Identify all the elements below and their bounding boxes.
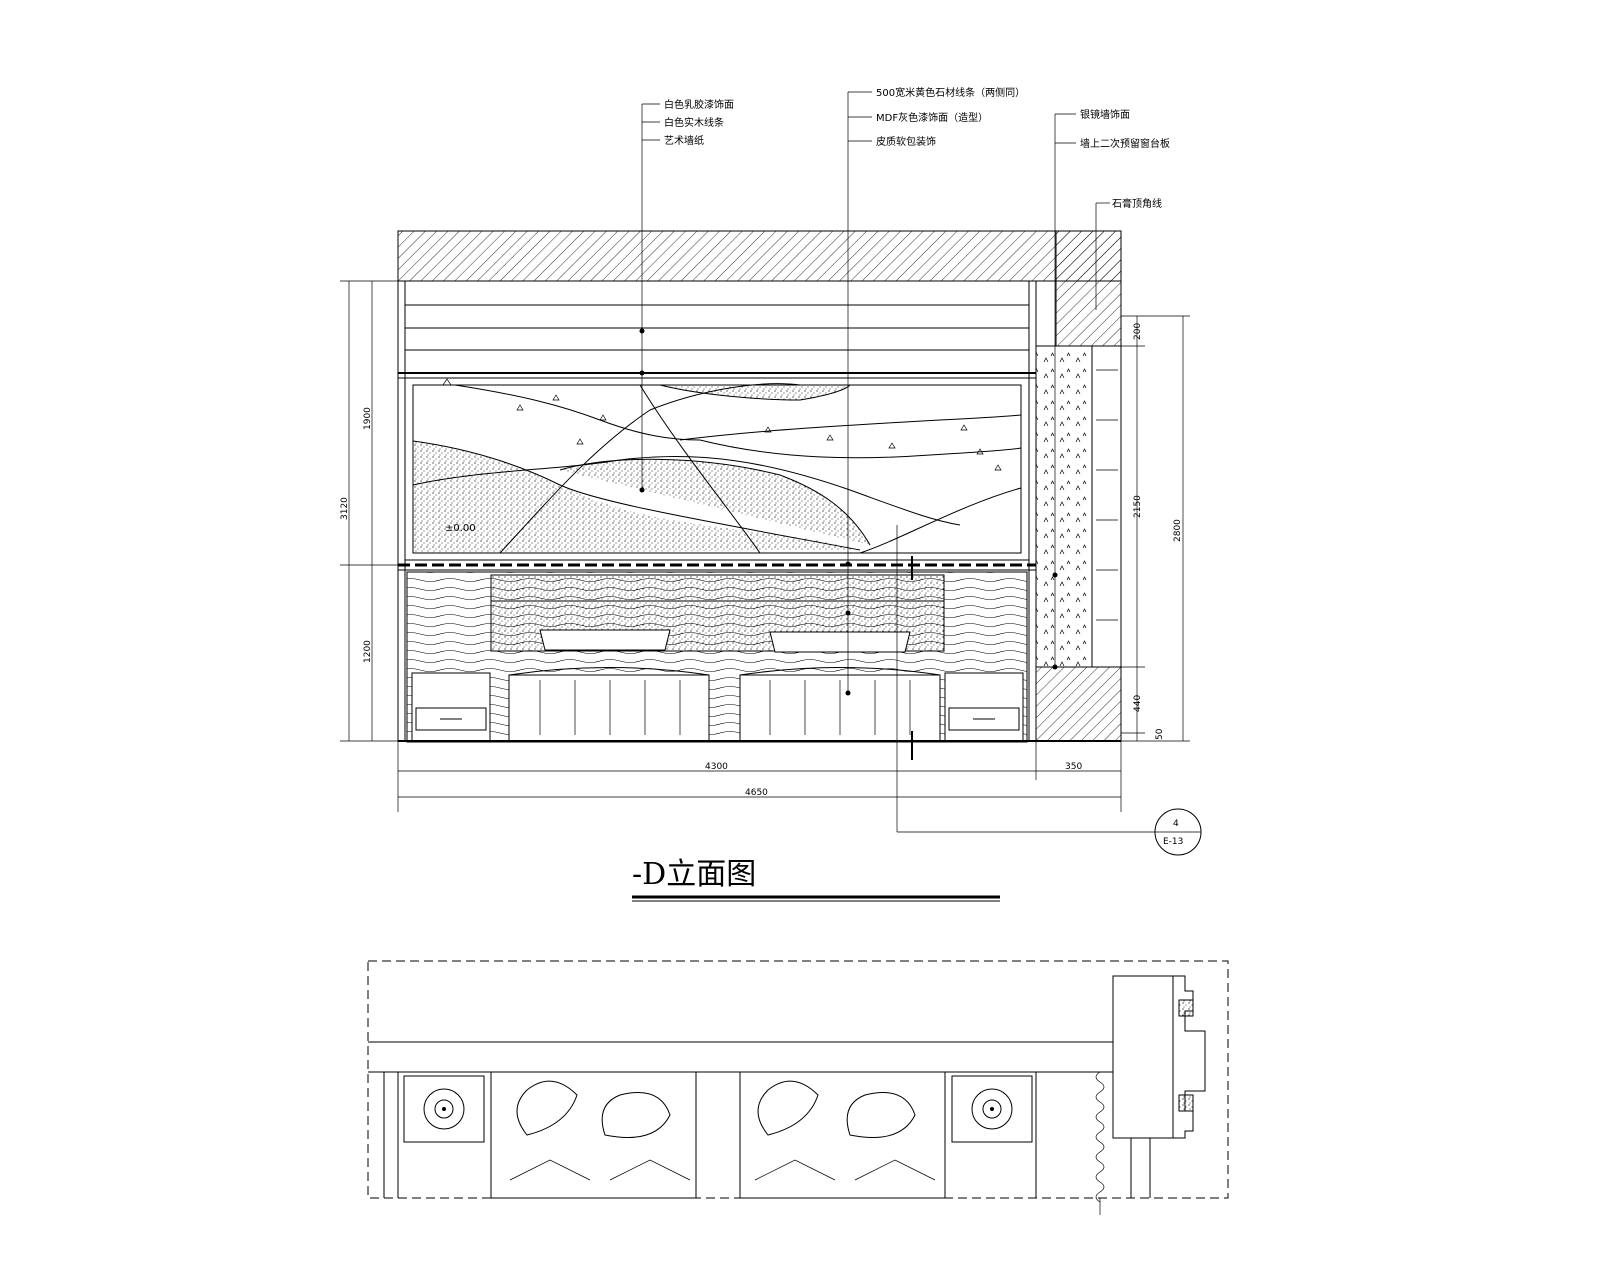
plan-bed-left [490,1071,697,1199]
dim-right-4: 440 [1133,695,1143,712]
dim-left-1: 1900 [363,407,373,430]
callout-left-2: 白色实木线条 [664,116,724,129]
dimensions-left: 1900 3120 1200 [340,280,398,742]
headboard-wall [406,571,1028,743]
dim-right-3: 2800 [1173,519,1183,542]
dim-right-5: 50 [1155,728,1165,740]
dim-right-2: 2150 [1133,495,1143,518]
plan-view [367,960,1229,1215]
callout-top-right: 石膏顶角线 [1112,197,1162,210]
section-marker-bottom: E-13 [1163,837,1183,847]
callout-center-2: MDF灰色漆饰面（造型） [876,111,988,124]
dim-left-2: 3120 [340,497,350,520]
nightstand-right [944,672,1024,742]
plan-nightstand-left [403,1075,485,1143]
curtain [1095,1071,1105,1203]
dimensions-bottom: 4300 350 4650 [397,741,1122,812]
elevation-mark: ±0.00 [445,523,476,534]
plan-column [1112,975,1174,1139]
mirror-column [1035,345,1093,668]
dim-bottom-1: 4300 [705,762,728,772]
callout-left-3: 艺术墙纸 [664,134,704,147]
callout-center-1: 500宽米黄色石材线条（两侧同） [876,86,1025,99]
callout-left-1: 白色乳胶漆饰面 [664,98,734,111]
dim-left-3: 1200 [363,640,373,663]
section-marker-top: 4 [1173,819,1179,829]
drawing-title: -D立面图 [632,857,756,892]
ceiling-slab [397,230,1122,282]
dim-bottom-3: 4650 [745,788,768,798]
dimensions-right: 200 2150 2800 440 50 [1121,315,1190,742]
callout-right-2: 墙上二次预留窗台板 [1080,137,1170,150]
callout-right-1: 银镜墙饰面 [1080,108,1130,121]
upper-panel-boards [398,304,1036,379]
dim-right-1: 200 [1133,323,1143,340]
nightstand-left [411,672,491,742]
right-beam [1055,230,1122,347]
plan-nightstand-right [951,1075,1033,1143]
art-wallpaper-panel: ±0.00 [404,377,1030,561]
dim-bottom-2: 350 [1065,762,1082,772]
callouts: 白色乳胶漆饰面 白色实木线条 艺术墙纸 500宽米黄色石材线条（两侧同） MDF… [639,86,1170,696]
windowsill-block [1035,666,1122,742]
elevation-view: ±0.00 [340,86,1202,902]
bed-right [739,667,941,742]
bed-left [508,667,710,742]
section-marker: 4 E-13 [896,525,1202,856]
plan-bed-right [739,1071,946,1199]
callout-center-3: 皮质软包装饰 [876,135,936,148]
